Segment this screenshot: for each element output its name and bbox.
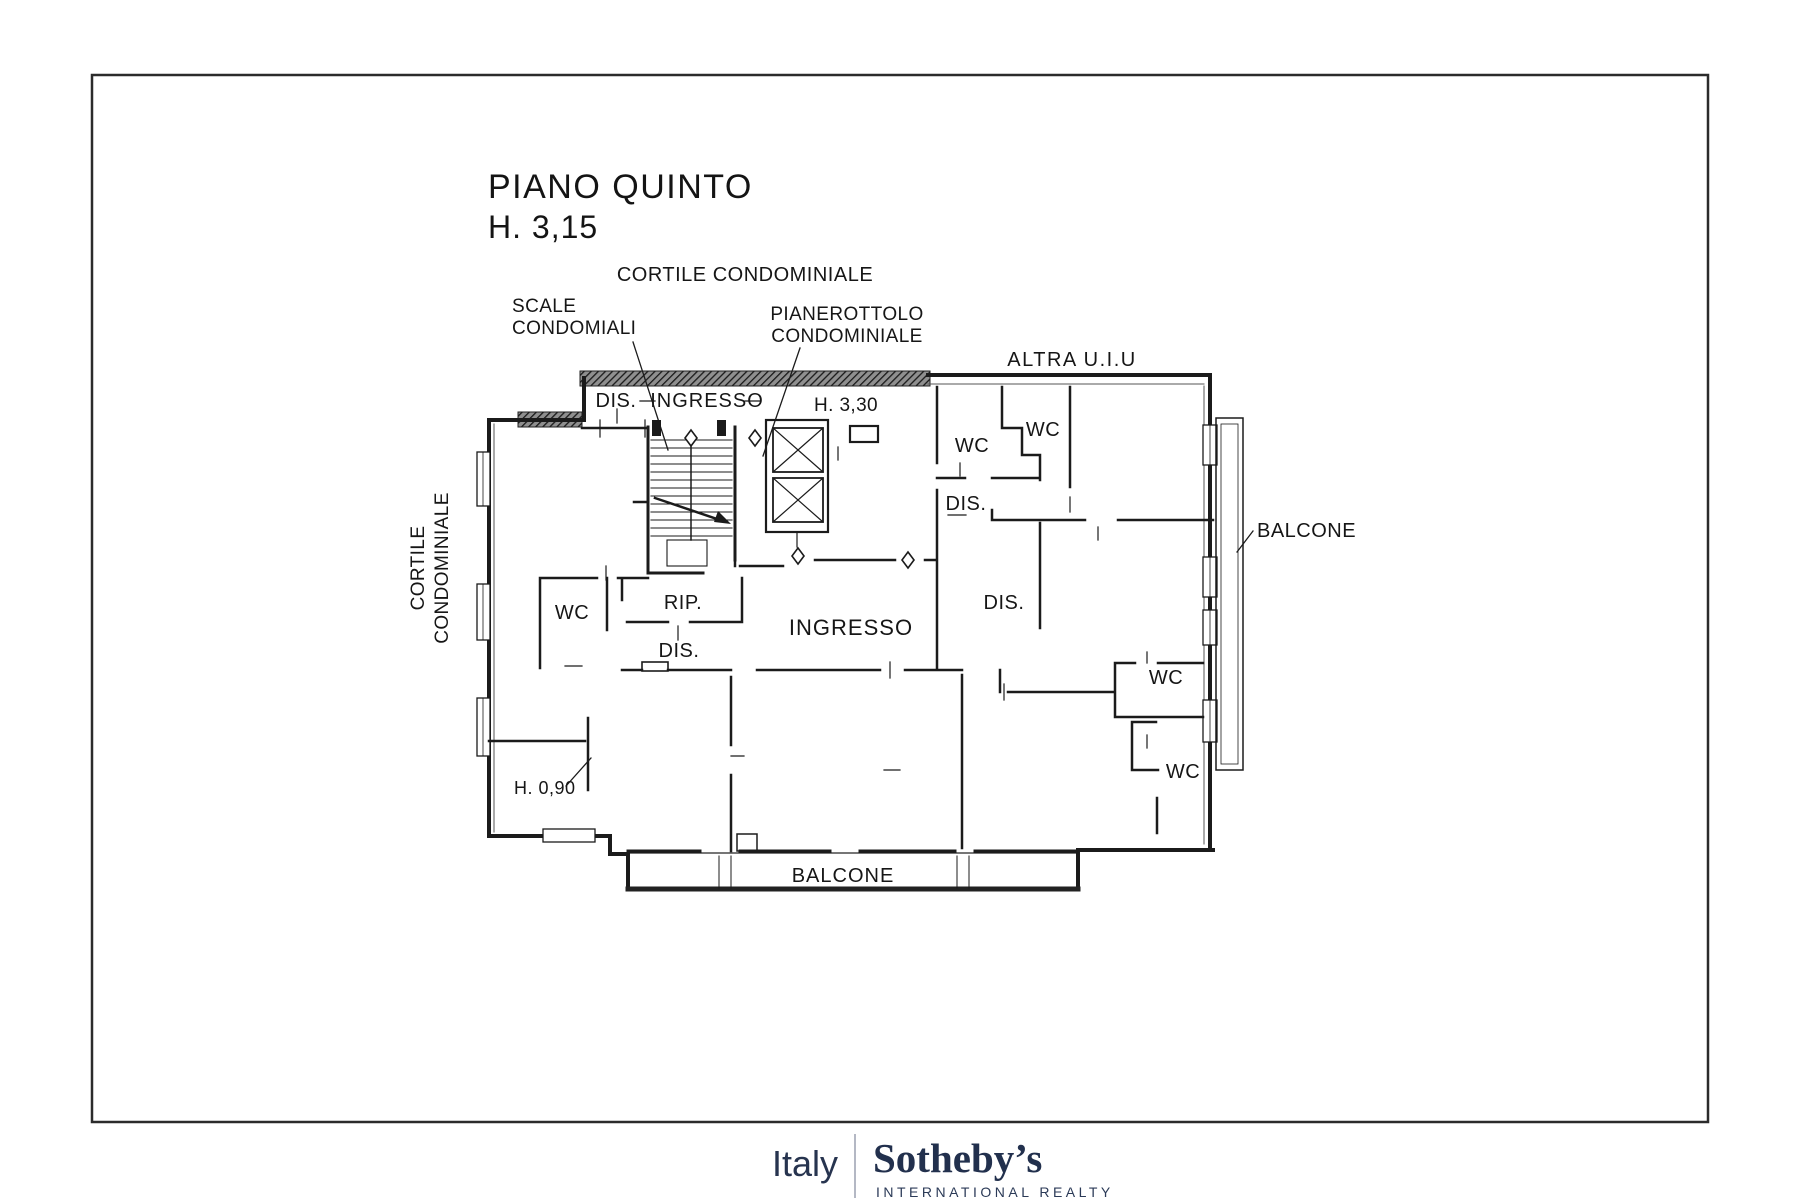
brand-region-text: Italy	[772, 1143, 838, 1184]
stair-direction-arrow	[653, 496, 725, 523]
label-dis-right-upper: DIS.	[946, 493, 987, 515]
balcony-bottom	[625, 833, 1081, 892]
label-balcony-right: BALCONE	[1257, 520, 1356, 542]
label-landing-line2: CONDOMINIALE	[771, 326, 923, 347]
label-wc-top-a: WC	[955, 435, 989, 457]
page-title: PIANO QUINTO	[488, 168, 753, 206]
door-ticks	[564, 408, 1148, 771]
label-ingresso-top: INGRESSO	[650, 390, 764, 412]
page-subtitle: H. 3,15	[488, 209, 598, 245]
label-ingresso-main: INGRESSO	[789, 615, 913, 640]
plan-labels: CORTILE CONDOMINIALE SCALE CONDOMIALI PI…	[408, 264, 1356, 887]
label-stairs-line2: CONDOMIALI	[512, 318, 636, 339]
label-courtyard-left-line1: CORTILE	[408, 526, 429, 611]
label-height-landing: H. 3,30	[814, 395, 878, 416]
page-border	[90, 73, 1710, 1124]
label-dis-entry-top: DIS.	[596, 390, 637, 412]
label-wc-southeast-lower: WC	[1166, 761, 1200, 783]
label-wc-west: WC	[555, 602, 589, 624]
label-stairs-line1: SCALE	[512, 296, 576, 317]
label-storage: RIP.	[664, 592, 702, 614]
radiator-symbol	[848, 424, 880, 444]
interior-walls	[487, 385, 1215, 853]
label-dis-right-lower: DIS.	[984, 592, 1025, 614]
wall-jog	[641, 661, 669, 672]
floorplan	[476, 341, 1254, 892]
plan-title: PIANO QUINTO H. 3,15	[488, 168, 753, 245]
label-other-unit: ALTRA U.I.U	[1007, 349, 1137, 371]
elevator-shaft	[764, 418, 830, 548]
label-wc-southeast-upper: WC	[1149, 667, 1183, 689]
footer-logo: Italy Sotheby’s INTERNATIONAL REALTY	[772, 1134, 1114, 1200]
door-markers	[684, 428, 915, 570]
label-balcony-bottom: BALCONE	[792, 865, 895, 887]
outer-walls-inner-line	[493, 383, 1205, 845]
leader-lines	[565, 341, 1254, 787]
label-dis-west: DIS.	[659, 640, 700, 662]
label-courtyard-top: CORTILE CONDOMINIALE	[617, 264, 873, 286]
label-height-low: H. 0,90	[514, 778, 576, 798]
elevator-cab-2	[772, 477, 824, 523]
brand-tagline-text: INTERNATIONAL REALTY	[876, 1184, 1114, 1200]
label-wc-top-b: WC	[1026, 419, 1060, 441]
elevator-cab-1	[772, 427, 824, 473]
windows	[476, 424, 1218, 843]
label-landing-line1: PIANEROTTOLO	[770, 304, 923, 325]
balcony-right	[1215, 417, 1244, 771]
label-courtyard-left-line2: CONDOMINIALE	[432, 492, 453, 644]
brand-name-text: Sotheby’s	[873, 1135, 1042, 1181]
staircase	[646, 420, 737, 575]
